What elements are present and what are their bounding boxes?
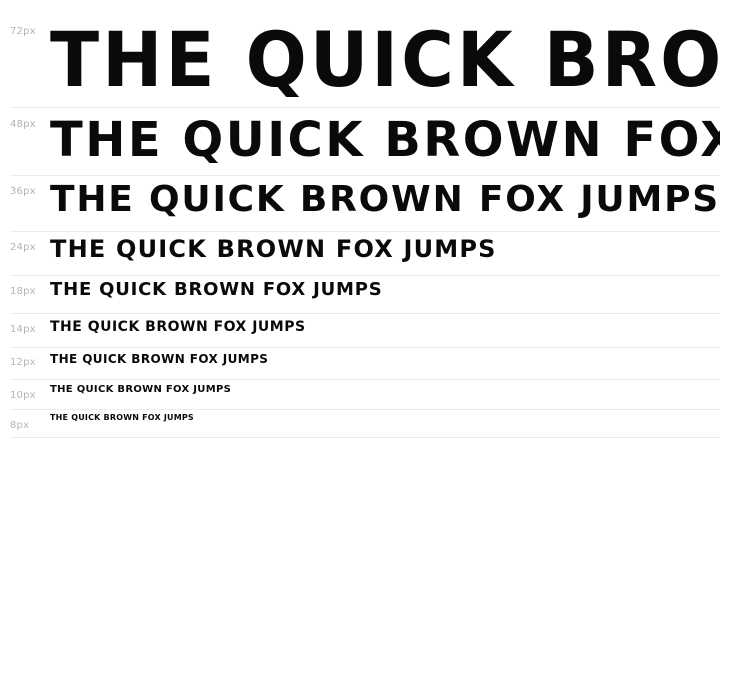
specimen-row-8: 8px THE QUICK BROWN FOX JUMPS xyxy=(10,410,720,438)
size-label: 24px xyxy=(10,242,36,253)
sample-text: THE QUICK BROWN FOX JUMPS xyxy=(50,235,497,263)
size-label: 72px xyxy=(10,26,36,37)
specimen-row-14: 14px THE QUICK BROWN FOX JUMPS xyxy=(10,314,720,348)
specimen-row-10: 10px THE QUICK BROWN FOX JUMPS xyxy=(10,380,720,410)
size-label: 36px xyxy=(10,186,36,197)
specimen-row-48: 48px THE QUICK BROWN FOX JUMPS xyxy=(10,108,720,176)
size-label: 10px xyxy=(10,390,36,401)
size-label: 14px xyxy=(10,324,36,335)
size-label: 12px xyxy=(10,357,36,368)
sample-text: THE QUICK BROWN FOX JUMPS xyxy=(50,384,232,395)
specimen-row-18: 18px THE QUICK BROWN FOX JUMPS xyxy=(10,276,720,314)
font-specimen: 72px THE QUICK BROWN FOX JUMPS 48px THE … xyxy=(10,16,720,438)
specimen-row-12: 12px THE QUICK BROWN FOX JUMPS xyxy=(10,348,720,380)
specimen-row-24: 24px THE QUICK BROWN FOX JUMPS xyxy=(10,232,720,276)
sample-text: THE QUICK BROWN FOX JUMPS xyxy=(50,319,306,335)
specimen-row-72: 72px THE QUICK BROWN FOX JUMPS xyxy=(10,16,720,108)
size-label: 18px xyxy=(10,286,36,297)
sample-text: THE QUICK BROWN FOX JUMPS xyxy=(50,179,720,220)
specimen-row-36: 36px THE QUICK BROWN FOX JUMPS xyxy=(10,176,720,232)
size-label: 8px xyxy=(10,420,30,431)
sample-text: THE QUICK BROWN FOX JUMPS xyxy=(50,352,269,366)
sample-text: THE QUICK BROWN FOX JUMPS xyxy=(50,112,720,168)
size-label: 48px xyxy=(10,119,36,130)
sample-text: THE QUICK BROWN FOX JUMPS xyxy=(50,16,720,104)
sample-text: THE QUICK BROWN FOX JUMPS xyxy=(50,413,194,422)
sample-text: THE QUICK BROWN FOX JUMPS xyxy=(50,279,383,300)
